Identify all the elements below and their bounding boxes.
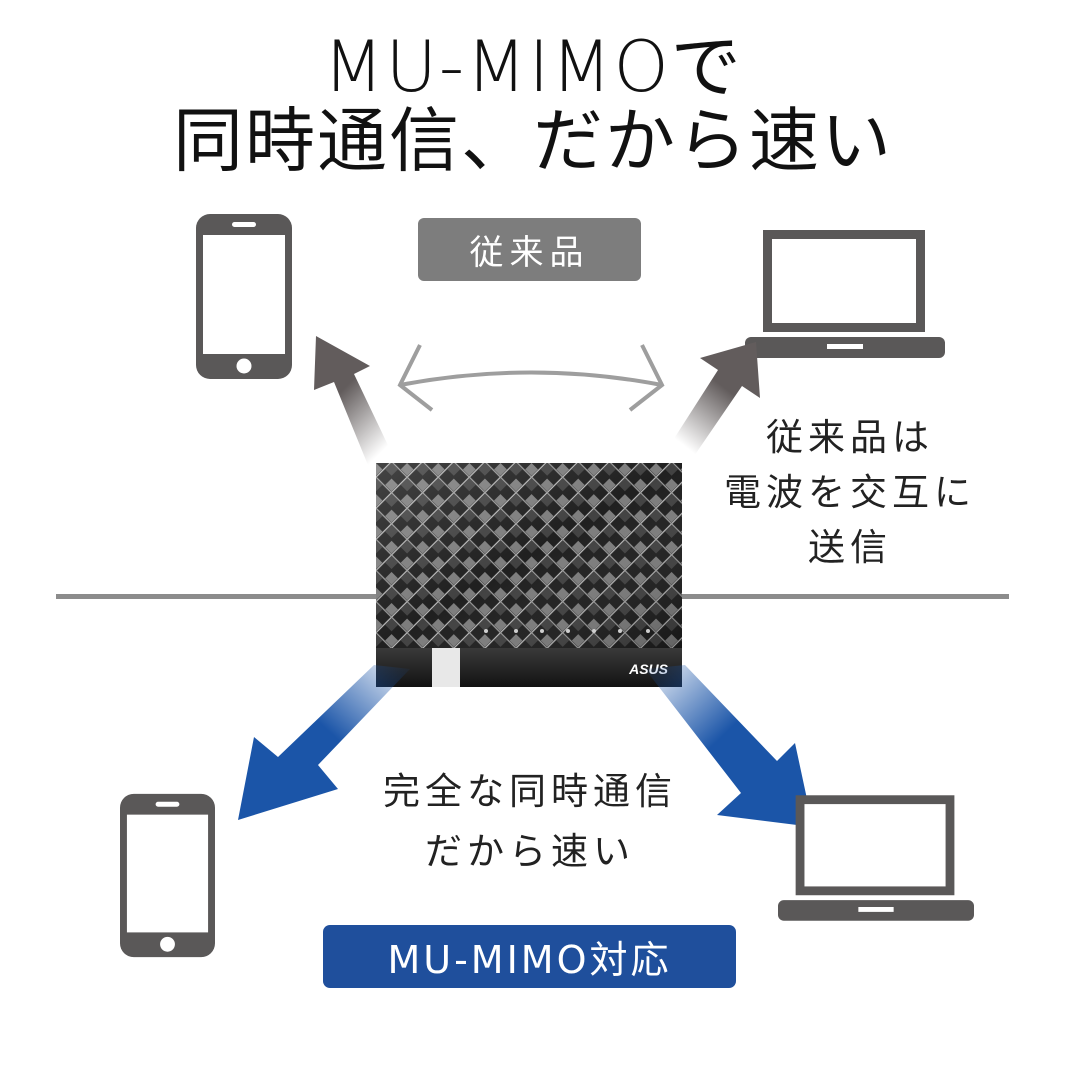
mumimo-support-badge-text: MU-MIMO対応 [387, 938, 672, 982]
legacy-explanation: 従来品は 電波を交互に 送信 [700, 410, 1000, 575]
legacy-note-line-2: 電波を交互に [724, 471, 976, 514]
legacy-arrow-to-laptop-icon [660, 336, 770, 466]
legacy-product-label-text: 従来品 [469, 233, 590, 273]
mumimo-support-badge: MU-MIMO対応 [323, 925, 736, 988]
laptop-icon [745, 230, 945, 358]
legacy-product-label: 従来品 [418, 218, 641, 281]
alternating-arrow-icon [392, 340, 670, 420]
legacy-note-line-1: 従来品は [766, 416, 934, 459]
mumimo-arrow-to-phone-icon [234, 665, 414, 825]
legacy-arrow-to-phone-icon [300, 330, 410, 470]
mumimo-note-line-1: 完全な同時通信 [383, 770, 677, 813]
mumimo-explanation: 完全な同時通信 だから速い [330, 762, 730, 882]
headline-line-1: MU-MIMOで [323, 26, 743, 108]
mumimo-arrow-to-laptop-icon [645, 665, 815, 835]
smartphone-icon [120, 793, 215, 958]
legacy-note-line-3: 送信 [808, 526, 892, 569]
router-image: ASUS [376, 463, 682, 687]
mumimo-note-line-2: だから速い [425, 830, 635, 873]
headline-line-2: 同時通信、だから速い [173, 100, 893, 182]
smartphone-icon [196, 214, 292, 379]
laptop-icon [778, 795, 974, 921]
